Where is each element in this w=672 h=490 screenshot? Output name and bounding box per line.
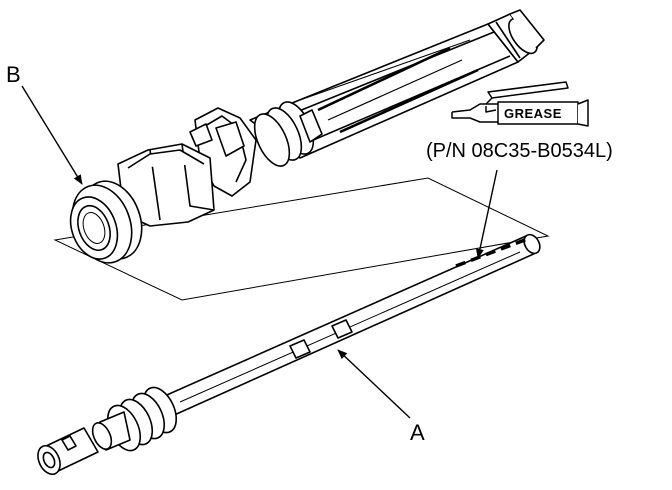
grease-application-mark xyxy=(455,236,531,268)
grease-leader-arrow xyxy=(475,169,498,259)
upper-housing xyxy=(69,9,545,264)
lower-shaft xyxy=(37,233,541,476)
grease-area-outline xyxy=(53,177,550,301)
grease-part-number: (P/N 08C35-B0534L) xyxy=(426,140,613,162)
label-a-leader xyxy=(337,349,411,419)
label-b-leader xyxy=(21,85,83,185)
label-b: B xyxy=(6,62,21,87)
grease-tube-icon: GREASE xyxy=(451,81,589,127)
grease-tube-label: GREASE xyxy=(504,106,562,121)
label-a: A xyxy=(410,420,425,445)
